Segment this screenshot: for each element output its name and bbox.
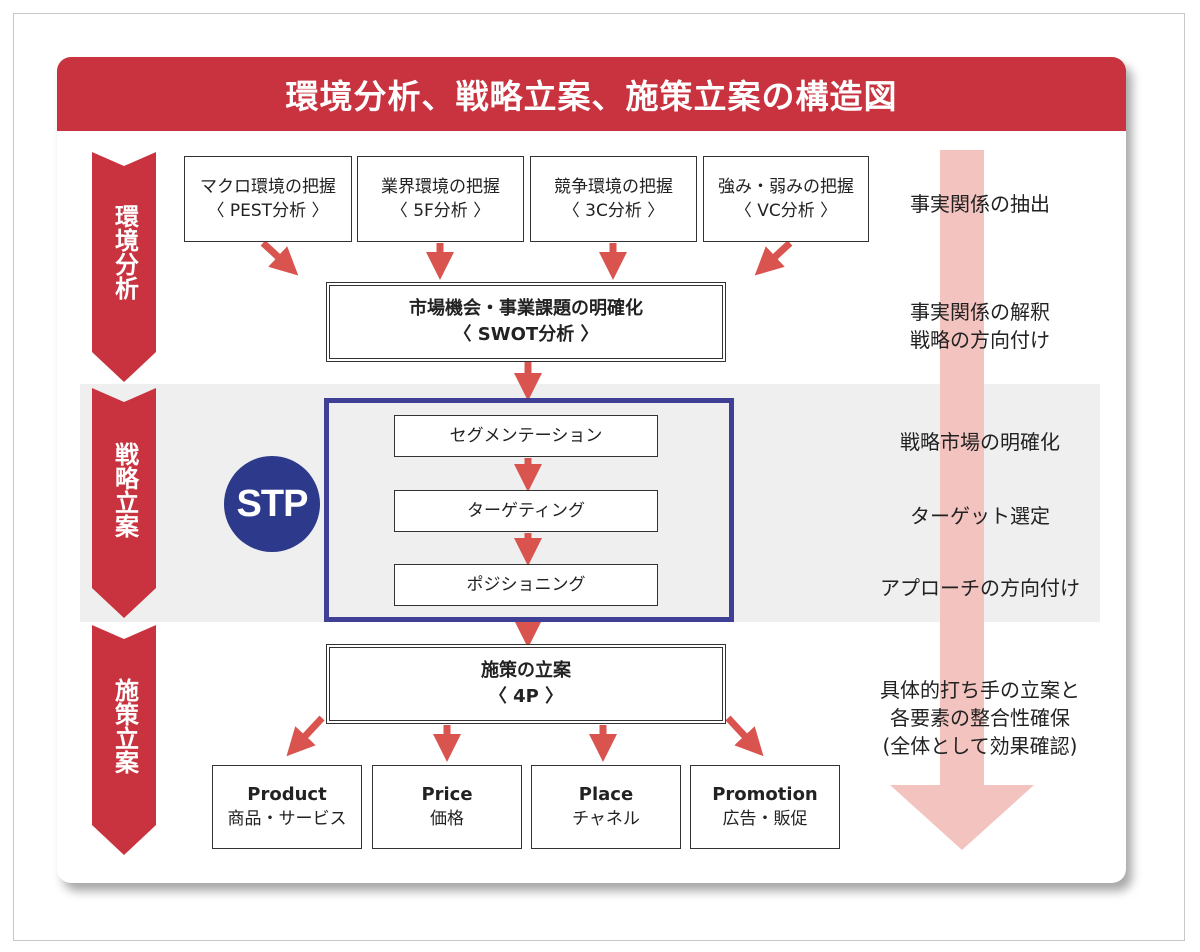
- plan-method: 〈 4P 〉: [488, 686, 564, 707]
- env-box-title: 強み・弱みの把握: [718, 177, 854, 197]
- note-line: 戦略市場の明確化: [900, 430, 1060, 454]
- swot-title: 市場機会・事業課題の明確化: [409, 298, 643, 319]
- note-line: 具体的打ち手の立案と: [880, 678, 1080, 702]
- env-box-3c: 競争環境の把握 〈 3C分析 〉: [530, 156, 697, 242]
- phase-text: 環境分析: [110, 204, 139, 300]
- fourp-box-place: Place チャネル: [531, 765, 681, 849]
- phase-label-strategy: 戦略立案: [92, 442, 156, 538]
- env-box-vc: 強み・弱みの把握 〈 VC分析 〉: [703, 156, 869, 242]
- stp-badge-text: STP: [236, 482, 309, 525]
- stp-step-positioning: ポジショニング: [394, 564, 658, 606]
- stp-badge: STP: [224, 456, 320, 552]
- env-box-title: 競争環境の把握: [554, 177, 673, 197]
- note-line: ターゲット選定: [910, 504, 1050, 528]
- plan-box: 施策の立案 〈 4P 〉: [326, 644, 726, 724]
- note-line: 事実関係の抽出: [910, 192, 1050, 216]
- env-box-title: 業界環境の把握: [381, 177, 500, 197]
- fourp-box-promotion: Promotion 広告・販促: [690, 765, 840, 849]
- stp-step-label: セグメンテーション: [449, 426, 603, 446]
- arrow-pest-to-swot: [260, 240, 299, 276]
- arrow-plan-to-product: [286, 715, 325, 757]
- title-text: 環境分析、戦略立案、施策立案の構造図: [285, 77, 898, 116]
- swot-box: 市場機会・事業課題の明確化 〈 SWOT分析 〉: [326, 282, 726, 362]
- note-fact-interpretation: 事実関係の解釈 戦略の方向付け: [860, 298, 1100, 354]
- fourp-box-product: Product 商品・サービス: [212, 765, 362, 849]
- note-planning: 具体的打ち手の立案と 各要素の整合性確保 (全体として効果確認): [852, 676, 1108, 760]
- env-box-title: マクロ環境の把握: [200, 177, 336, 197]
- fourp-en: Product: [247, 784, 327, 805]
- phase-text: 施策立案: [110, 678, 139, 774]
- phase-chevron-planning: [92, 625, 156, 855]
- fourp-en: Promotion: [712, 784, 818, 805]
- fourp-jp: 商品・サービス: [227, 809, 347, 829]
- stp-step-label: ポジショニング: [466, 575, 586, 595]
- note-line: アプローチの方向付け: [880, 576, 1080, 600]
- fourp-box-price: Price 価格: [372, 765, 522, 849]
- fourp-jp: チャネル: [572, 809, 640, 829]
- env-box-method: 〈 VC分析 〉: [734, 201, 838, 221]
- stp-step-targeting: ターゲティング: [394, 490, 658, 532]
- arrow-plan-to-promotion: [725, 715, 764, 757]
- env-box-method: 〈 5F分析 〉: [390, 201, 491, 221]
- phase-text: 戦略立案: [110, 442, 139, 538]
- env-box-method: 〈 PEST分析 〉: [207, 201, 329, 221]
- stp-step-label: ターゲティング: [467, 501, 585, 521]
- swot-method: 〈 SWOT分析 〉: [453, 324, 599, 345]
- phase-chevron-strategy: [92, 388, 156, 618]
- note-approach: アプローチの方向付け: [852, 574, 1108, 602]
- phase-label-environment: 環境分析: [92, 204, 156, 300]
- note-line: (全体として効果確認): [882, 734, 1078, 758]
- diagram-title: 環境分析、戦略立案、施策立案の構造図: [57, 57, 1126, 131]
- phase-label-planning: 施策立案: [92, 678, 156, 774]
- stp-frame: [324, 398, 734, 622]
- fourp-en: Place: [578, 784, 634, 805]
- note-line: 戦略の方向付け: [910, 328, 1050, 352]
- fourp-jp: 価格: [430, 809, 464, 829]
- note-line: 事実関係の解釈: [910, 300, 1050, 324]
- plan-title: 施策の立案: [481, 660, 571, 681]
- fourp-en: Price: [421, 784, 473, 805]
- fourp-jp: 広告・販促: [722, 809, 808, 829]
- env-box-method: 〈 3C分析 〉: [562, 201, 665, 221]
- arrow-vc-to-swot: [754, 240, 793, 276]
- note-strategic-market: 戦略市場の明確化: [860, 428, 1100, 456]
- stp-step-segmentation: セグメンテーション: [394, 415, 658, 457]
- note-target-selection: ターゲット選定: [860, 502, 1100, 530]
- flow-down-arrow: [890, 150, 1034, 850]
- env-box-5f: 業界環境の把握 〈 5F分析 〉: [357, 156, 524, 242]
- note-fact-extraction: 事実関係の抽出: [860, 190, 1100, 218]
- note-line: 各要素の整合性確保: [890, 706, 1070, 730]
- env-box-pest: マクロ環境の把握 〈 PEST分析 〉: [184, 156, 352, 242]
- phase-chevron-environment: [92, 152, 156, 382]
